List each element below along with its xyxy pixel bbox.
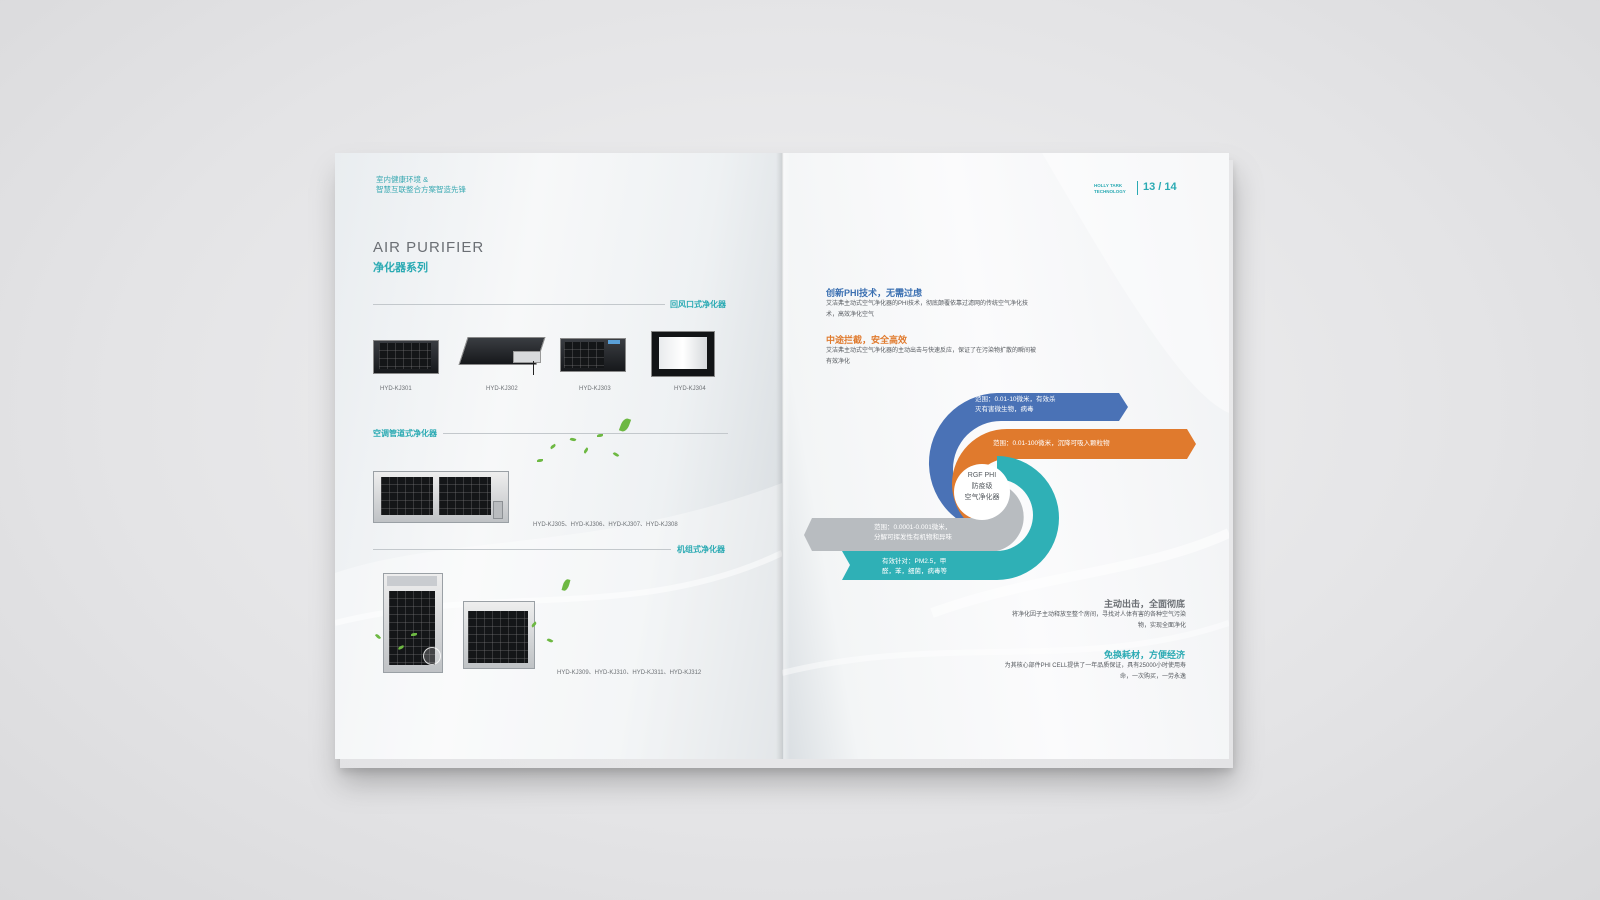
gray-band xyxy=(804,518,997,551)
right-page-background-swoosh xyxy=(782,153,1229,676)
leaf-decoration xyxy=(537,459,543,462)
teal-band xyxy=(842,456,1059,580)
purification-diagram xyxy=(804,393,1196,580)
leaf-decoration xyxy=(411,633,417,636)
center-label-line: RGF PHI xyxy=(967,472,997,479)
blue-band-label-line: 范围：0.01-10微米，有效杀 xyxy=(975,396,1056,403)
center-label-line: 防疫级 xyxy=(971,483,993,490)
product-caption-duct: HYD-KJ305、HYD-KJ306、HYD-KJ307、HYD-KJ308 xyxy=(533,522,678,528)
orange-band xyxy=(952,429,1196,539)
gray-band-curve xyxy=(982,483,1024,551)
product-label: HYD-KJ301 xyxy=(380,386,412,392)
feature-body-economy: 为其核心部件PHI CELL提供了一年品质保证，具有25000小时使用寿命，一次… xyxy=(1004,663,1186,680)
feature-body-phi: 艾洁弗主动式空气净化器的PHI技术，彻底颠覆依靠过滤网的传统空气净化技术，高效净… xyxy=(826,301,1029,318)
right-page: HOLLY TARK TECHNOLOGY 13 / 14 创新PHI技术，无需… xyxy=(782,153,1229,759)
product-image-kj303 xyxy=(560,336,626,372)
section-title-return-air: 回风口式净化器 xyxy=(670,300,726,309)
teal-band-label-line: 有效针对：PM2.5，甲 xyxy=(882,558,947,565)
page-number: 13 / 14 xyxy=(1143,181,1177,193)
brand-logo-line-1: HOLLY TARK xyxy=(1094,183,1123,188)
page-title-cn: 净化器系列 xyxy=(373,262,428,274)
gray-band-label-line: 分解可挥发性有机物和异味 xyxy=(874,534,952,541)
product-image-kj302 xyxy=(458,333,546,375)
product-label: HYD-KJ302 xyxy=(486,386,518,392)
center-circle xyxy=(954,464,1010,520)
brand-logo-line-2: TECHNOLOGY xyxy=(1094,189,1126,194)
leaf-decoration xyxy=(597,434,603,437)
bubble-decoration xyxy=(423,647,441,665)
gray-band-label: 范围：0.0001-0.001微米， 分解可挥发性有机物和异味 xyxy=(874,523,952,543)
product-image-kj304 xyxy=(651,331,717,377)
page-title-en: AIR PURIFIER xyxy=(373,239,485,256)
product-image-duct xyxy=(373,471,515,529)
product-image-unit-2 xyxy=(463,601,535,671)
book-gutter xyxy=(776,153,790,759)
center-label-line: 空气净化器 xyxy=(964,494,1000,501)
center-label: RGF PHI 防疫级 空气净化器 xyxy=(954,470,1010,503)
feature-heading-economy: 免换耗材，方便经济 xyxy=(1104,650,1186,660)
left-page: 室内健康环境 & 智慧互联整合方案智造先锋 AIR PURIFIER 净化器系列… xyxy=(335,153,782,759)
feature-body-intercept: 艾洁弗主动式空气净化器的主动出击与快速反应，保证了在污染物扩散的瞬间被有效净化 xyxy=(826,348,1037,365)
brand-tagline-1: 室内健康环境 & xyxy=(376,175,429,184)
feature-body-active: 将净化因子主动释放至整个房间，寻找对人体有害的各种空气污染物，实现全面净化 xyxy=(1011,612,1186,629)
brand-tagline-2: 智慧互联整合方案智造先锋 xyxy=(376,185,466,194)
feature-heading-phi: 创新PHI技术，无需过虑 xyxy=(826,288,923,298)
orange-band-label: 范围：0.01-100微米，沉降可吸入颗粒物 xyxy=(993,440,1110,447)
teal-band-label: 有效针对：PM2.5，甲 醛，苯，细菌，病毒等 xyxy=(882,557,947,577)
blue-band-label: 范围：0.01-10微米，有效杀 灭有害微生物，病毒 xyxy=(975,395,1056,415)
gray-band-label-line: 范围：0.0001-0.001微米， xyxy=(874,524,952,531)
blue-band xyxy=(928,393,1128,534)
header-divider xyxy=(1137,181,1138,195)
product-label: HYD-KJ303 xyxy=(579,386,611,392)
blue-band-label-line: 灭有害微生物，病毒 xyxy=(975,406,1034,413)
product-label: HYD-KJ304 xyxy=(674,386,706,392)
section-divider xyxy=(373,549,671,550)
product-image-kj301 xyxy=(373,340,439,374)
section-divider xyxy=(373,304,665,305)
feature-heading-active: 主动出击，全面彻底 xyxy=(1104,599,1186,609)
section-divider xyxy=(443,433,728,434)
feature-heading-intercept: 中途拦截，安全高效 xyxy=(826,335,908,345)
section-title-unit: 机组式净化器 xyxy=(677,545,725,554)
section-title-duct: 空调管道式净化器 xyxy=(373,429,437,438)
teal-band-label-line: 醛，苯，细菌，病毒等 xyxy=(882,568,947,575)
product-caption-unit: HYD-KJ309、HYD-KJ310、HYD-KJ311、HYD-KJ312 xyxy=(557,670,702,676)
